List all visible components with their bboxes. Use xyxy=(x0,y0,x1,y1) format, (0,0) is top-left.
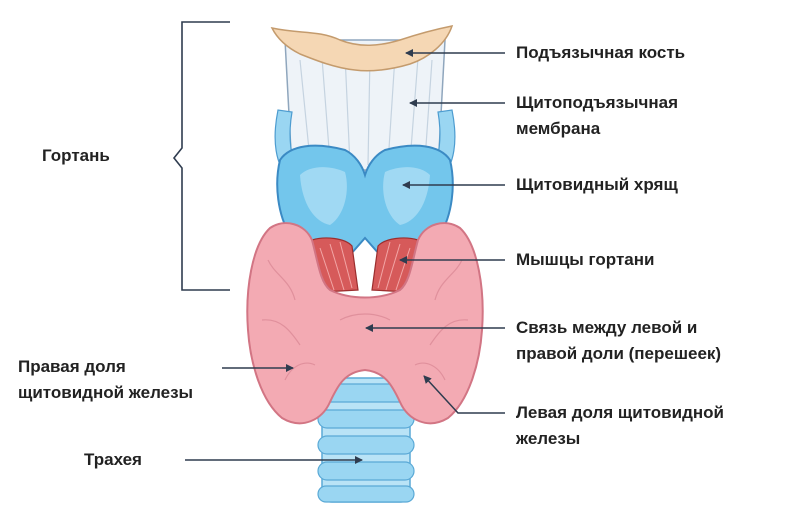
laryngeal-muscles-illustration xyxy=(310,237,420,293)
hyoid-bone-illustration xyxy=(270,25,454,72)
label-thyrohyoid-membrane-line1: Щитоподъязычная xyxy=(516,93,679,112)
label-right-lobe-line1: Правая доля xyxy=(18,357,126,376)
label-isthmus-line2: правой доли (перешеек) xyxy=(516,344,722,363)
label-right-lobe-line2: щитовидной железы xyxy=(18,383,194,402)
thyroid-gland-illustration xyxy=(246,222,484,425)
label-left-lobe-line2: железы xyxy=(516,429,581,448)
trachea-illustration xyxy=(317,377,415,503)
label-thyrohyoid-membrane-line2: мембрана xyxy=(516,119,601,138)
label-laryngeal-muscles: Мышцы гортани xyxy=(516,250,655,269)
label-left-lobe-line1: Левая доля щитовидной xyxy=(516,403,724,422)
label-thyroid-cartilage: Щитовидный хрящ xyxy=(516,175,678,194)
larynx-bracket xyxy=(172,21,230,291)
label-larynx: Гортань xyxy=(42,146,110,165)
label-isthmus-line1: Связь между левой и xyxy=(516,318,698,337)
label-trachea: Трахея xyxy=(84,450,142,469)
label-hyoid-bone: Подъязычная кость xyxy=(516,43,686,62)
left-lobe-pointer xyxy=(423,375,505,414)
